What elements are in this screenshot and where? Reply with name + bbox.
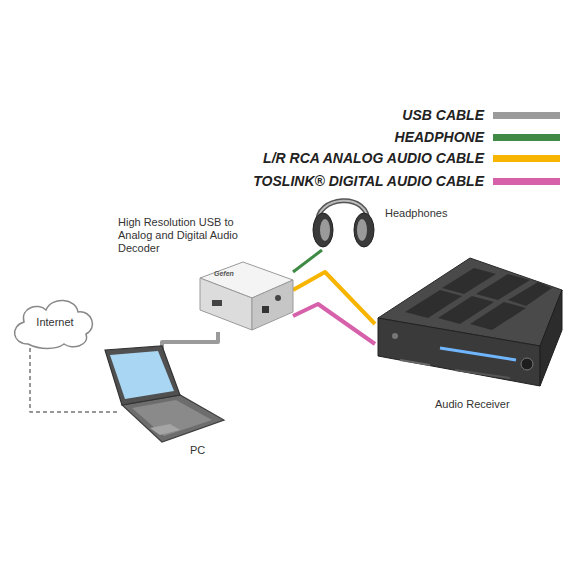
- laptop-node: PC: [118, 352, 222, 442]
- laptop-illustration: [105, 346, 224, 442]
- legend-text: TOSLINK® DIGITAL AUDIO CABLE: [253, 171, 484, 191]
- node-label: Audio Receiver: [435, 398, 545, 411]
- cable-connector: [293, 250, 322, 272]
- cloud-node: Internet: [15, 298, 95, 348]
- legend-text: L/R RCA ANALOG AUDIO CABLE: [263, 148, 484, 168]
- receiver-illustration: [378, 258, 562, 386]
- node-label: PC: [190, 444, 220, 457]
- legend-row: TOSLINK® DIGITAL AUDIO CABLE: [164, 171, 564, 191]
- cable-connector: [30, 348, 118, 412]
- legend-row: USB CABLE: [164, 105, 564, 125]
- cable-connector: [293, 304, 375, 344]
- brand-label: Gefen: [214, 270, 234, 277]
- decoder-node: High Resolution USB to Analog and Digita…: [198, 262, 293, 332]
- node-label: Internet: [15, 316, 95, 329]
- legend-swatch: [493, 112, 560, 119]
- legend-swatch: [493, 178, 560, 185]
- legend-swatch: [493, 134, 560, 141]
- legend-text: HEADPHONE: [395, 127, 484, 147]
- node-label: High Resolution USB to Analog and Digita…: [118, 216, 238, 255]
- headphones-illustration: [313, 201, 374, 247]
- headphones-node: Headphones: [308, 192, 376, 250]
- decoder-box-illustration: [200, 262, 293, 330]
- legend-swatch: [493, 155, 560, 162]
- legend-text: USB CABLE: [402, 105, 484, 125]
- node-label: Headphones: [385, 207, 475, 220]
- receiver-node: Audio Receiver: [375, 256, 562, 386]
- legend-row: L/R RCA ANALOG AUDIO CABLE: [164, 148, 564, 168]
- legend-row: HEADPHONE: [164, 127, 564, 147]
- cable-connector: [162, 332, 218, 352]
